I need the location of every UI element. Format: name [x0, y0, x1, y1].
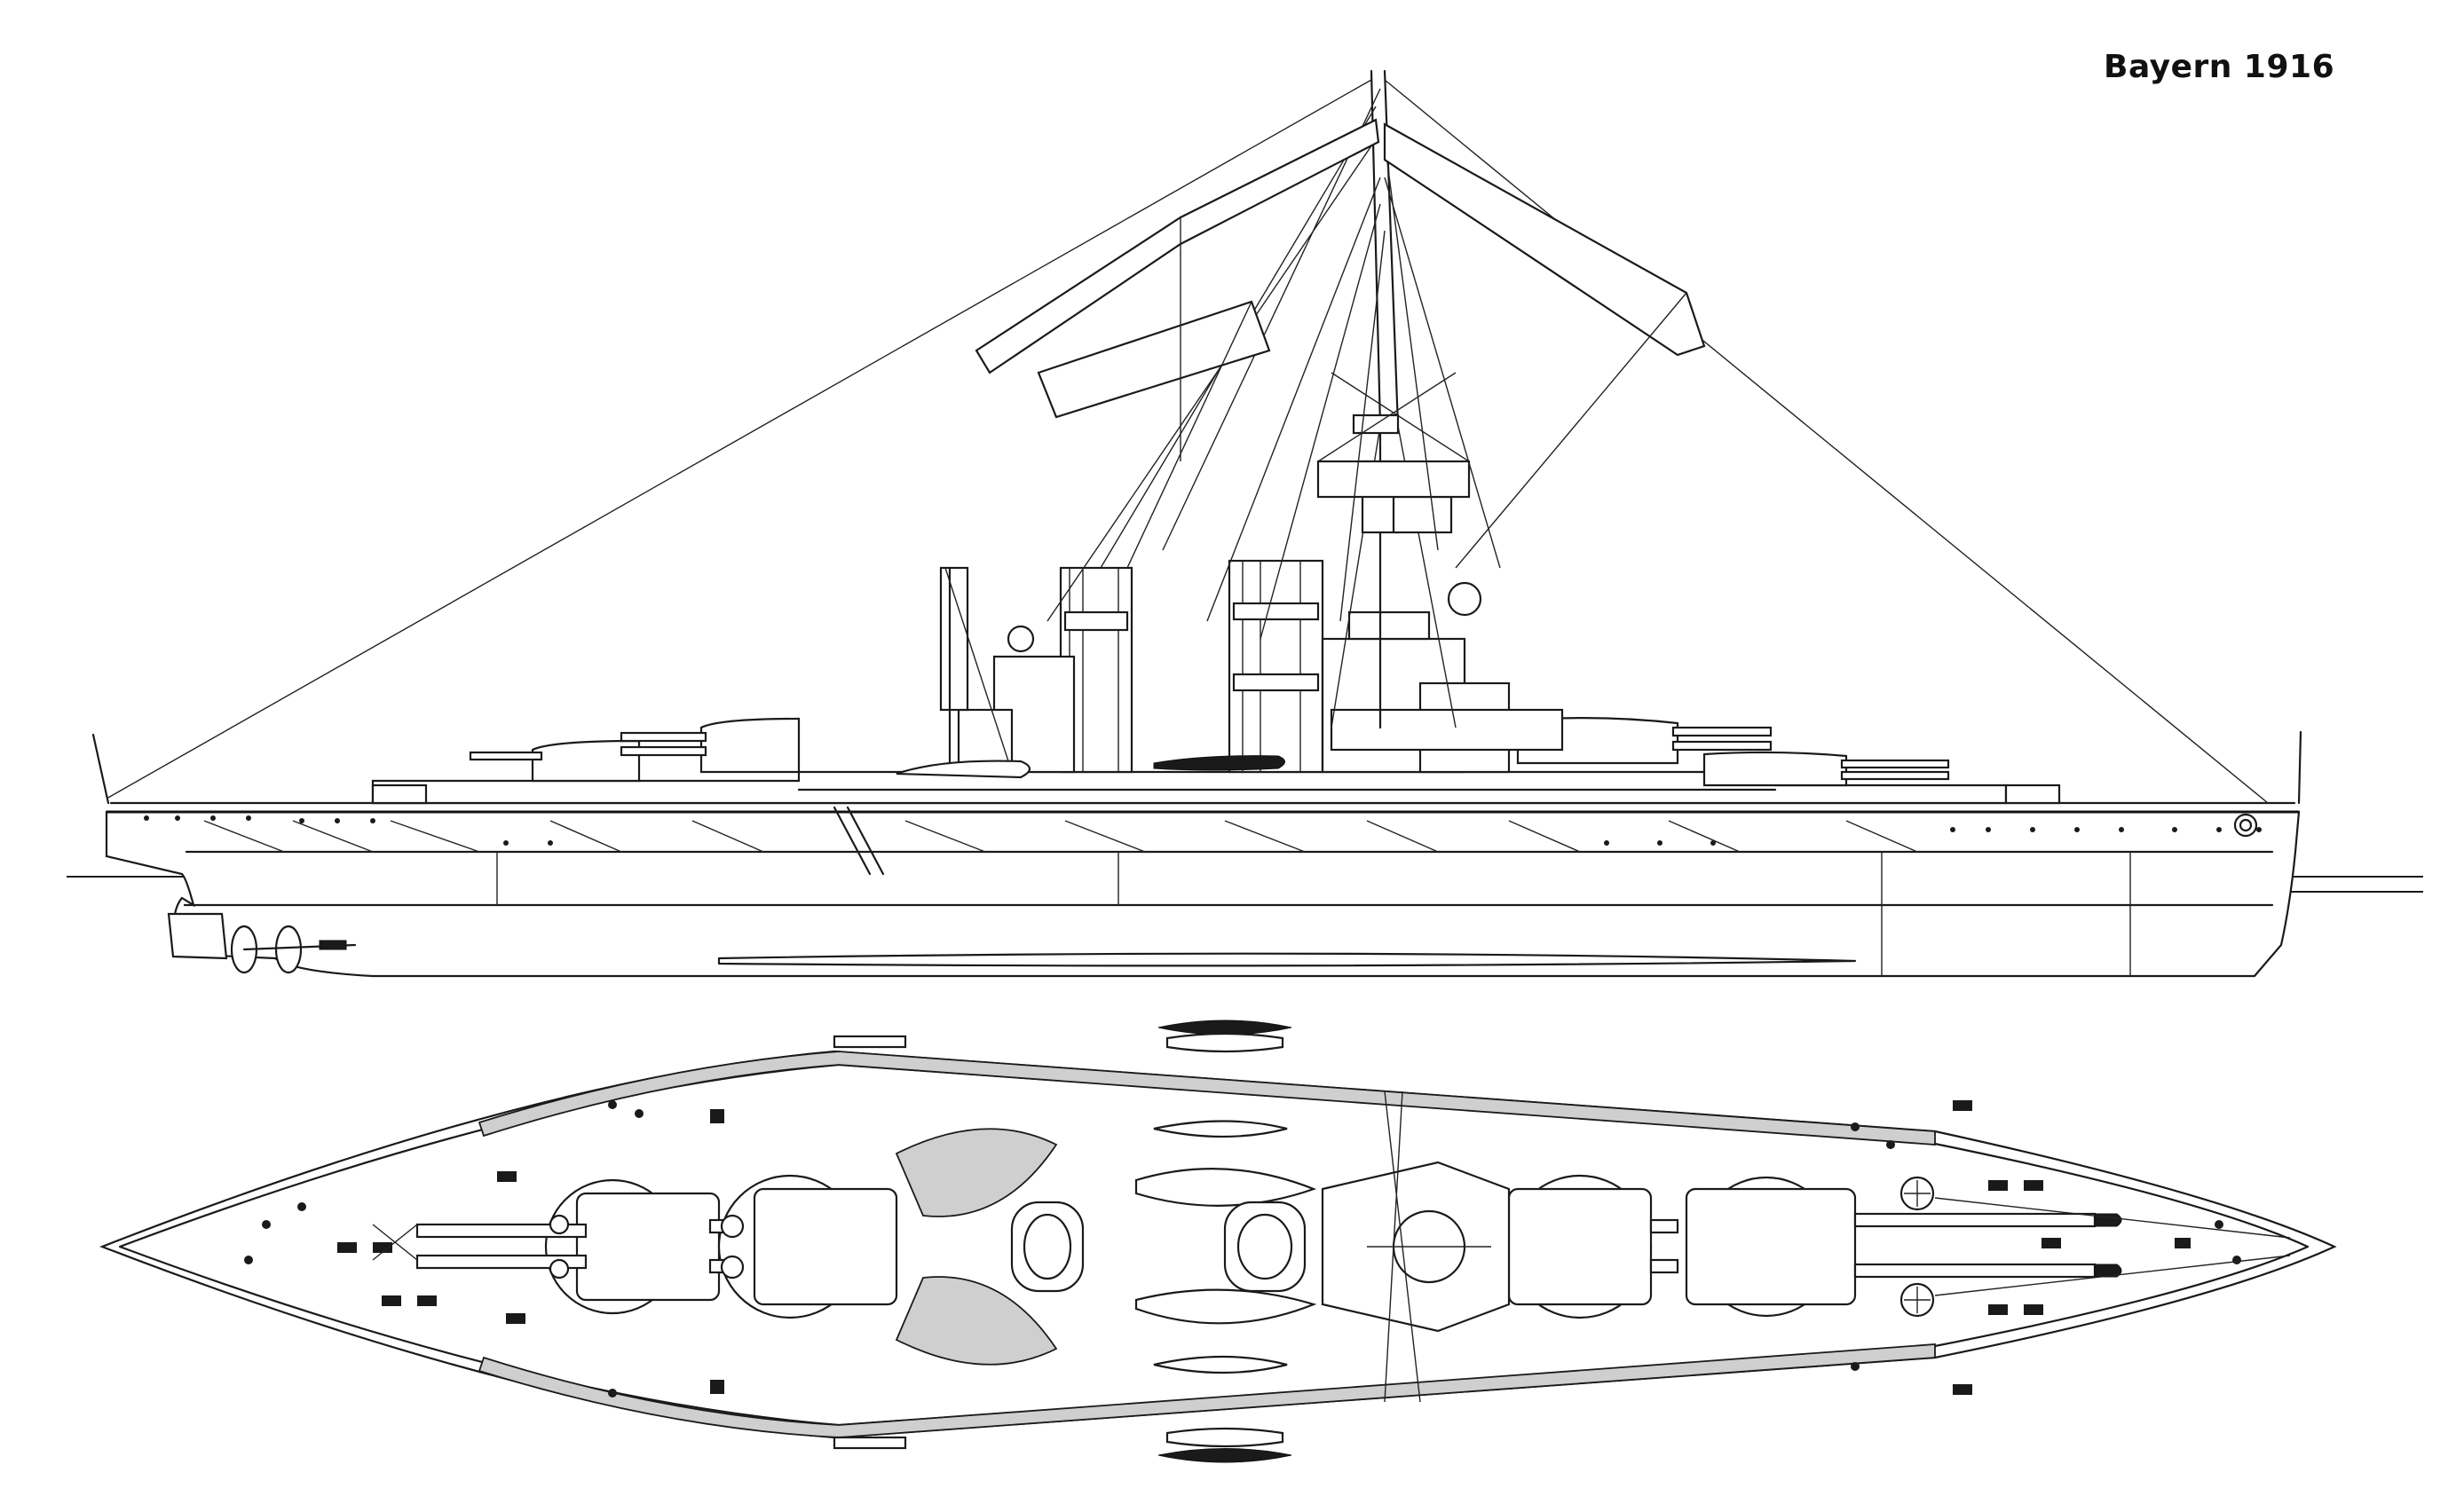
bilge-keel	[717, 952, 1857, 967]
stern-flagstaff	[91, 733, 110, 805]
turret-fwd-a	[1702, 751, 1950, 787]
forward-bridge	[1321, 581, 1564, 774]
turret-plan-x	[708, 1174, 898, 1319]
deck-fittings	[244, 1100, 2241, 1398]
aft-gangway-top	[833, 1035, 907, 1049]
armour-edge-lower	[478, 1343, 1936, 1438]
capstans-bow	[1899, 1176, 1935, 1318]
funnel-plan-fore	[1223, 1201, 1307, 1293]
stern-centerline-2	[372, 1224, 418, 1261]
armour-edge-upper	[478, 1051, 1936, 1146]
anchor-chain-lower	[1934, 1255, 2291, 1296]
aft-superstructure	[939, 566, 1076, 774]
propeller-aft	[230, 925, 357, 974]
rigging-stays	[106, 79, 2269, 804]
boat-crane-booms	[975, 118, 1706, 569]
side-elevation-view	[67, 69, 2423, 978]
turret-plan-y	[415, 1178, 721, 1315]
secondary-battery-fwd	[2004, 783, 2061, 805]
aft-mainmast	[944, 566, 1013, 774]
deck-plan-view	[99, 1020, 2337, 1463]
bridge-plan	[1321, 1091, 1511, 1403]
portholes-row	[144, 815, 2262, 846]
anchor-hawse	[2233, 813, 2258, 838]
turret-plan-a	[1685, 1176, 2122, 1318]
drawing-title: Bayern 1916	[2104, 49, 2335, 85]
funnel-plan-aft	[1010, 1201, 1085, 1293]
rudder	[167, 912, 228, 960]
bow-jackstaff	[2297, 730, 2302, 805]
deck-boats-side	[896, 755, 1285, 779]
boat-platform-bottom	[1157, 1427, 1292, 1463]
hull-plan-outline	[99, 1050, 2337, 1439]
turret-aft-y	[469, 739, 641, 783]
ladder-midship-2	[846, 806, 885, 876]
turret-aft-x	[620, 717, 801, 774]
aft-gangway-bottom	[833, 1436, 907, 1450]
foremast-tripod	[1316, 69, 1471, 729]
anchor-chain-upper	[1934, 1197, 2291, 1239]
boats-plan	[895, 1120, 1317, 1374]
net-booms	[203, 820, 1918, 853]
ladder-midship	[833, 806, 872, 876]
boat-platform-top	[1157, 1020, 1292, 1053]
funnel-fore	[1228, 559, 1324, 774]
secondary-battery-aft	[371, 783, 428, 805]
